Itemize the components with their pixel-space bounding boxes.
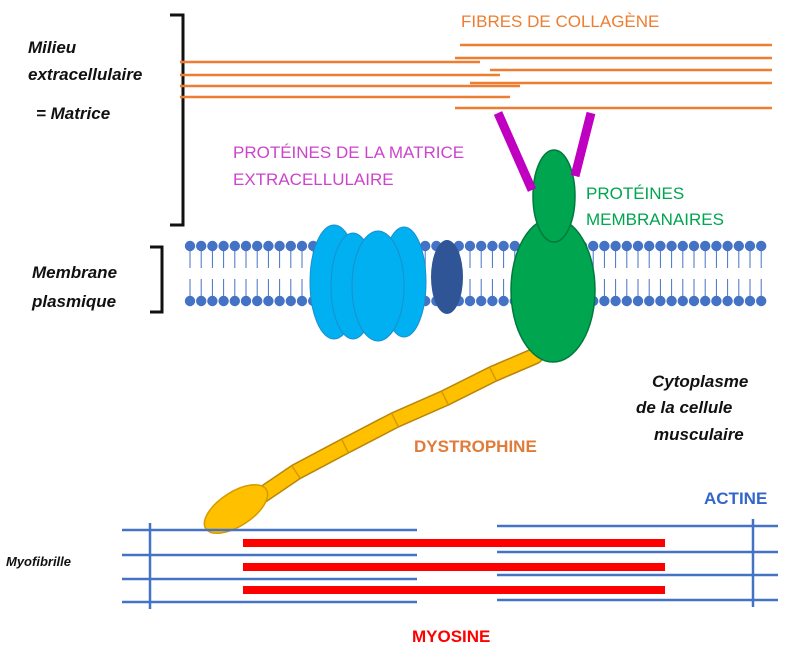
lipid-head	[744, 240, 756, 252]
matrix-protein-right	[570, 111, 596, 178]
lipid-head	[666, 240, 677, 252]
lipid-head	[252, 240, 263, 252]
lipid-head	[252, 295, 263, 307]
lipid-head	[610, 240, 621, 252]
lipid-head	[184, 240, 196, 252]
lipid-head	[610, 295, 621, 307]
matrix-protein-left	[493, 111, 537, 192]
milieu-label-line1: Milieu	[28, 38, 77, 57]
membrane-bracket	[150, 245, 164, 314]
lipid-head	[487, 240, 498, 252]
proteines-membranaires-label-line2: MEMBRANAIRES	[586, 210, 724, 229]
lipid-head	[644, 295, 655, 307]
lipid-head	[599, 295, 610, 307]
lipid-head	[240, 240, 252, 252]
lipid-head	[498, 295, 509, 307]
lipid-head	[700, 295, 711, 307]
lipid-head	[744, 295, 756, 307]
lipid-head	[196, 295, 207, 307]
lipid-head	[621, 295, 632, 307]
milieu-label-line3: = Matrice	[36, 104, 111, 123]
lipid-head	[588, 240, 599, 252]
lipid-head	[655, 295, 666, 307]
channel-protein-subunit	[351, 230, 405, 342]
lipid-head	[196, 240, 207, 252]
proteines-matrice-label-line1: PROTÉINES DE LA MATRICE	[233, 143, 465, 162]
lipid-head	[184, 295, 196, 307]
channel-proteins	[309, 224, 427, 342]
proteines-matrice-label-line2: EXTRACELLULAIRE	[233, 170, 394, 189]
myosine-label: MYOSINE	[412, 627, 491, 646]
lipid-head	[599, 240, 610, 252]
lipid-head	[464, 295, 476, 307]
lipid-head	[733, 295, 744, 307]
milieu-label-line2: extracellulaire	[28, 65, 143, 84]
lipid-head	[677, 295, 688, 307]
lipid-head	[487, 295, 498, 307]
lipid-head	[756, 295, 767, 307]
lipid-head	[218, 295, 229, 307]
cytoplasme-label-line2: de la cellule	[636, 398, 733, 417]
membrane-label-line1: Membrane	[32, 263, 118, 282]
dystrophine-label: DYSTROPHINE	[414, 437, 537, 456]
lipid-head	[722, 240, 733, 252]
lipid-head	[285, 295, 296, 307]
lipid-head	[632, 240, 644, 252]
lipid-head	[229, 240, 240, 252]
dystrophin-segments	[291, 367, 497, 479]
lipid-head	[677, 240, 688, 252]
dystrophin	[203, 347, 544, 534]
collagen-fibres	[180, 43, 772, 110]
lipid-head	[666, 295, 677, 307]
myofibrille-label: Myofibrille	[6, 554, 72, 569]
collagene-label: FIBRES DE COLLAGÈNE	[461, 12, 660, 31]
lipid-head	[274, 295, 285, 307]
lipid-head	[509, 240, 520, 252]
lipid-head	[296, 295, 308, 307]
lipid-head	[476, 240, 487, 252]
lipid-head	[420, 240, 431, 252]
cytoplasme-label-line3: musculaire	[654, 425, 744, 444]
lipid-head	[240, 295, 252, 307]
lipid-head	[632, 295, 644, 307]
dystrophin-head	[203, 484, 269, 534]
lipid-head	[621, 240, 632, 252]
lipid-head	[733, 240, 744, 252]
lipid-head	[207, 295, 218, 307]
cytoplasme-label-line1: Cytoplasme	[652, 372, 749, 391]
matrix-bracket	[170, 13, 185, 227]
lipid-head	[688, 295, 700, 307]
dark-membrane-protein	[431, 240, 463, 314]
lipid-head	[263, 295, 274, 307]
lipid-bilayer	[184, 240, 767, 307]
lipid-head	[274, 240, 285, 252]
lipid-head	[218, 240, 229, 252]
lipid-head	[476, 295, 487, 307]
lipid-head	[688, 240, 700, 252]
actine-label: ACTINE	[704, 489, 768, 508]
actin-filaments	[122, 519, 778, 609]
lipid-head	[655, 240, 666, 252]
lipid-head	[756, 240, 767, 252]
lipid-head	[229, 295, 240, 307]
membrane-protein-top	[532, 149, 576, 243]
proteines-membranaires-label-line1: PROTÉINES	[586, 184, 685, 203]
lipid-head	[700, 240, 711, 252]
lipid-head	[285, 240, 296, 252]
lipid-head	[722, 295, 733, 307]
lipid-head	[711, 295, 722, 307]
lipid-head	[464, 240, 476, 252]
membrane-protein	[510, 149, 596, 363]
myofibril	[122, 519, 778, 609]
myosin-filaments	[243, 539, 665, 594]
membrane-label-line2: plasmique	[32, 292, 117, 311]
lipid-head	[498, 240, 509, 252]
lipid-head	[711, 240, 722, 252]
lipid-head	[207, 240, 218, 252]
lipid-head	[296, 240, 308, 252]
lipid-head	[644, 240, 655, 252]
lipid-head	[263, 240, 274, 252]
